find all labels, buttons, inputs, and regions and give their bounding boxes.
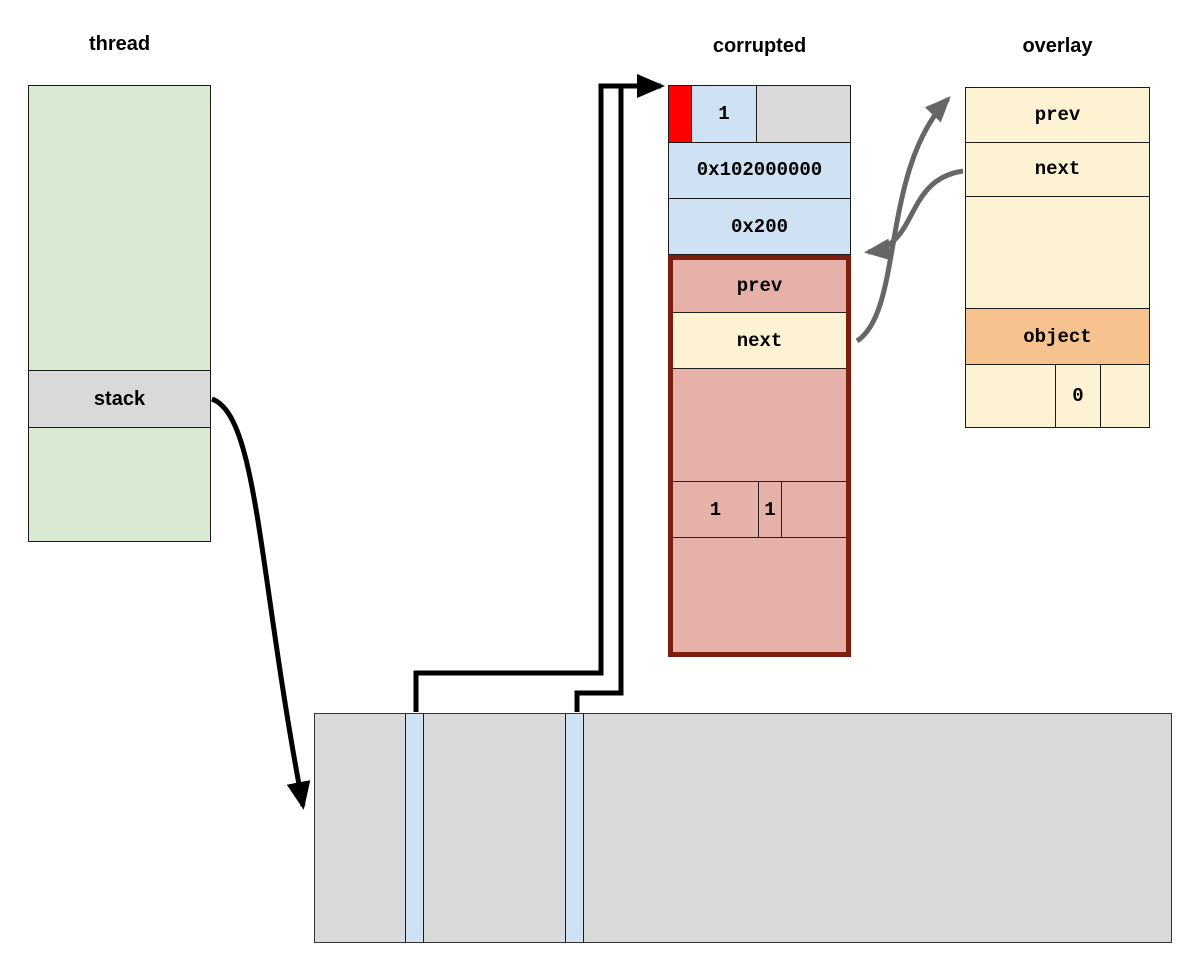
corrupted-one-cell-a: 1 [673,482,759,537]
corrupted-next-cell: next [673,313,846,369]
corrupted-flags-row: 1 [669,86,850,143]
heap-slot-stripe-2 [565,714,584,942]
heap-slot-1-to-corrupted-connector [413,74,665,712]
corrupted-spare-cell [757,86,850,142]
corrupted-red-flag-cell [669,86,692,142]
corrupted-title: corrupted [712,35,807,57]
corrupted-chunk-header: 1 0x102000000 0x200 [668,85,851,255]
overlay-object-cell: object [966,309,1149,365]
heap-slot-2-to-corrupted-connector [574,88,624,712]
thread-memory-box: stack [28,85,211,542]
corrupted-prev-cell: prev [673,260,846,313]
overlay-empty-cell [966,197,1149,309]
corrupted-empty-cell-1 [673,369,846,482]
corrupted-ones-row: 1 1 [673,482,846,538]
stack-to-heap-arrow [210,396,311,810]
overlay-title: overlay [1022,35,1093,57]
corrupted-one-cell-b: 1 [759,482,782,537]
corrupted-freed-chunk-box: prev next 1 1 [668,255,851,657]
thread-title: thread [88,33,151,55]
stack-segment: stack [29,370,210,428]
overlay-object-box: prev next object 0 [965,87,1150,428]
overlay-bottom-row: 0 [966,365,1149,427]
overlay-refcount-cell: 0 [1056,365,1101,427]
overlay-prev-cell: prev [966,88,1149,143]
corrupted-flag-value-cell: 1 [692,86,757,142]
heap-slot-stripe-1 [405,714,424,942]
heap-region-box [314,713,1172,943]
overlay-next-cell: next [966,143,1149,197]
overlay-bottom-spacer-cell [966,365,1056,427]
corrupted-address-cell-2: 0x200 [669,199,850,254]
corrupted-ones-rest-cell [782,482,846,537]
corrupted-next-to-overlay-arrow [855,96,951,344]
overlay-next-to-corrupted-arrow [864,168,964,261]
corrupted-empty-cell-2 [673,538,846,652]
stack-label: stack [93,387,146,410]
corrupted-address-cell-1: 0x102000000 [669,142,850,199]
overlay-bottom-rest-cell [1101,365,1149,427]
